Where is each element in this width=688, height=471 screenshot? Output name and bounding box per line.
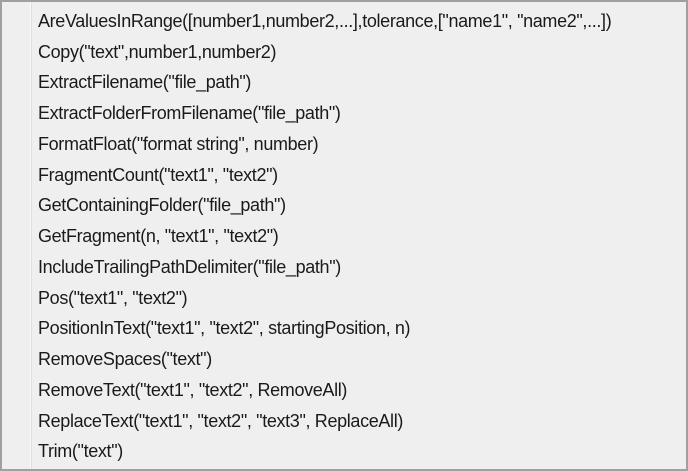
list-item[interactable]: GetFragment(n, "text1", "text2") (38, 226, 279, 247)
list-item[interactable]: RemoveSpaces("text") (38, 349, 212, 370)
list-item[interactable]: Trim("text") (38, 441, 123, 462)
list-item[interactable]: ExtractFolderFromFilename("file_path") (38, 103, 341, 124)
list-item[interactable]: AreValuesInRange([number1,number2,...],t… (38, 10, 612, 31)
list-item[interactable]: IncludeTrailingPathDelimiter("file_path"… (38, 256, 341, 277)
list-item[interactable]: ReplaceText("text1", "text2", "text3", R… (38, 410, 404, 431)
icon-gutter (2, 2, 32, 469)
list-item[interactable]: GetContainingFolder("file_path") (38, 195, 286, 216)
list-item[interactable]: RemoveText("text1", "text2", RemoveAll) (38, 379, 348, 400)
list-item[interactable]: Copy("text",number1,number2) (38, 41, 277, 62)
list-item[interactable]: ExtractFilename("file_path") (38, 72, 252, 93)
list-item[interactable]: FormatFloat("format string", number) (38, 133, 319, 154)
list-item[interactable]: Pos("text1", "text2") (38, 287, 188, 308)
list-item[interactable]: PositionInText("text1", "text2", startin… (38, 318, 411, 339)
function-list: AreValuesInRange([number1,number2,...],t… (32, 2, 686, 469)
list-item[interactable]: FragmentCount("text1", "text2") (38, 164, 278, 185)
